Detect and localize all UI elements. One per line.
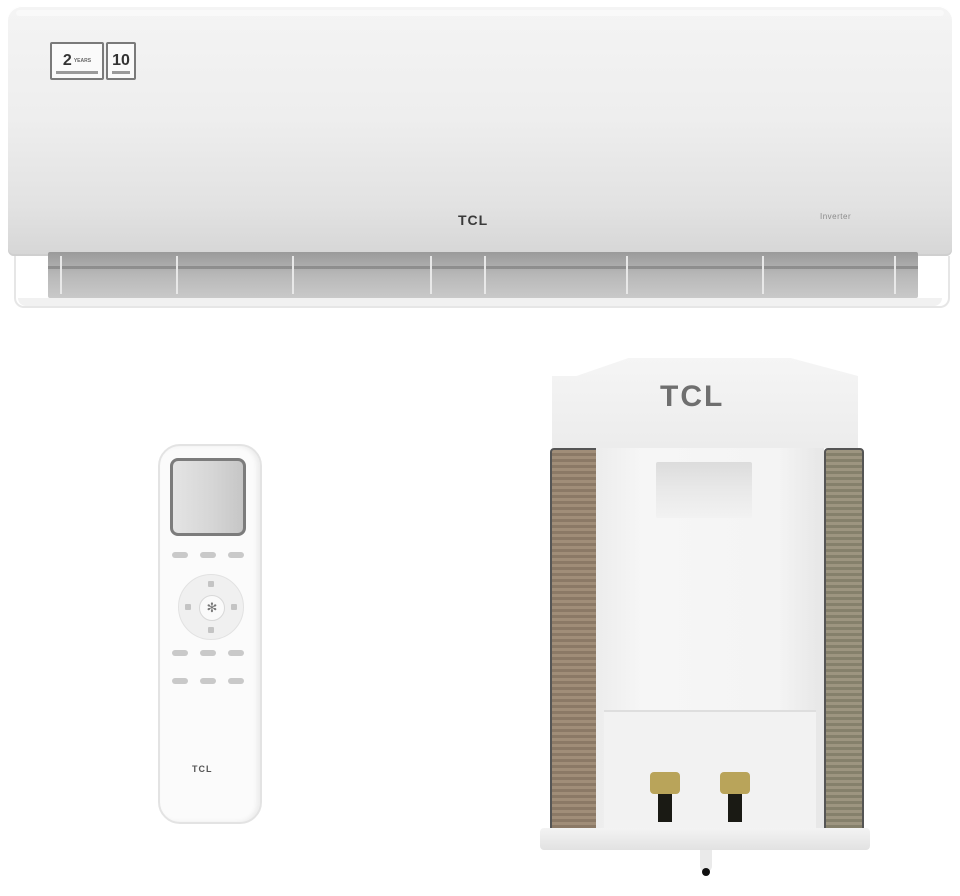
remote-brand-logo: TCL	[192, 764, 213, 774]
condenser-coil-left	[550, 448, 600, 842]
outdoor-brand-logo: TCL	[660, 380, 725, 413]
remote-dpad: ✻	[178, 574, 244, 640]
service-valve-left	[650, 772, 680, 828]
brass-valve-icon	[720, 772, 750, 794]
outdoor-front-panel	[596, 448, 824, 830]
brass-valve-icon	[650, 772, 680, 794]
carry-handle-recess	[656, 462, 752, 518]
fan-icon: ✻	[199, 595, 225, 621]
remote-button	[228, 552, 244, 558]
remote-button	[228, 650, 244, 656]
warranty-label: YEARS	[73, 58, 92, 64]
indoor-brand-logo: TCL	[458, 212, 489, 228]
vent-slat	[894, 256, 896, 294]
warranty-years: 2	[62, 52, 72, 69]
remote-button	[200, 650, 216, 656]
outdoor-base-plate	[540, 828, 870, 850]
remote-button	[200, 678, 216, 684]
remote-control: ✻ TCL	[158, 444, 262, 824]
dpad-down-icon	[208, 627, 214, 633]
warranty-badge: 2 YEARS	[50, 42, 104, 80]
remote-button	[172, 678, 188, 684]
vent-slat	[292, 256, 294, 294]
compressor-warranty-badge: 10	[106, 42, 136, 80]
vent-slat	[762, 256, 764, 294]
indoor-unit-body: 2 YEARS 10 TCL Inverter	[8, 6, 952, 256]
vent-slat	[430, 256, 432, 294]
air-vent	[48, 252, 918, 298]
remote-lcd-screen	[170, 458, 246, 536]
outdoor-unit: TCL	[540, 352, 870, 892]
remote-button	[228, 678, 244, 684]
indoor-base-frame	[14, 256, 950, 308]
badge-stripe	[56, 71, 98, 74]
pipe-port	[658, 794, 672, 822]
dpad-up-icon	[208, 581, 214, 587]
badge-stripe	[112, 71, 130, 74]
indoor-unit: 2 YEARS 10 TCL Inverter	[8, 6, 952, 308]
drain-spout	[700, 850, 712, 872]
vent-slat	[176, 256, 178, 294]
vent-slat	[626, 256, 628, 294]
pipe-port	[728, 794, 742, 822]
vent-slat	[60, 256, 62, 294]
remote-button	[200, 552, 216, 558]
service-valve-right	[720, 772, 750, 828]
vent-slat	[484, 256, 486, 294]
remote-button	[172, 552, 188, 558]
dpad-right-icon	[231, 604, 237, 610]
drain-hole	[702, 868, 710, 876]
remote-button	[172, 650, 188, 656]
outdoor-top-cap	[552, 358, 858, 448]
dpad-left-icon	[185, 604, 191, 610]
compressor-warranty-years: 10	[112, 52, 130, 69]
indoor-top-edge	[16, 10, 944, 16]
inverter-tag: Inverter	[820, 212, 852, 221]
condenser-coil-right	[824, 448, 864, 842]
valve-cover-area	[604, 710, 816, 830]
vent-louver	[48, 266, 918, 269]
indoor-base-lip	[18, 298, 942, 306]
